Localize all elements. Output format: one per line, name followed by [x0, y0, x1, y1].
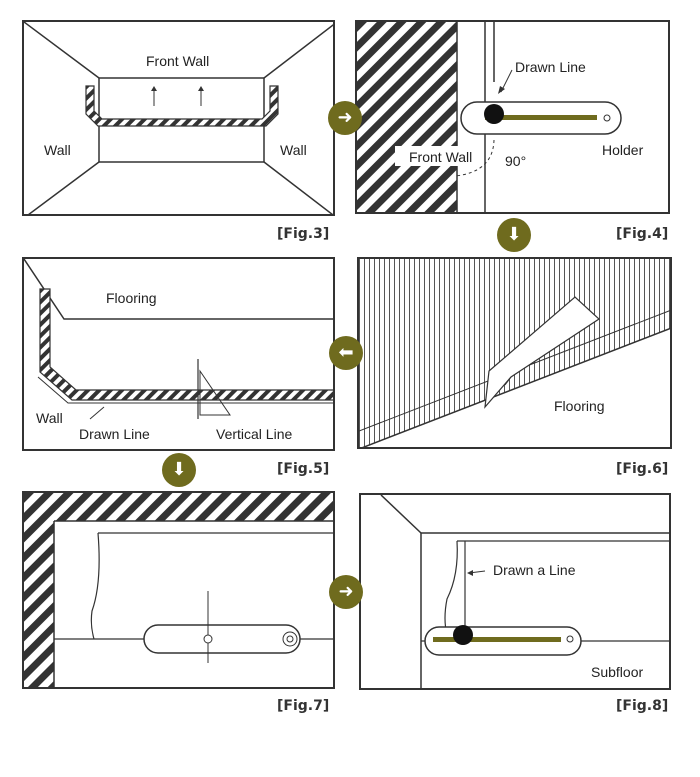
fig4-pivot-dot [484, 104, 504, 124]
fig3-hatched-border [85, 85, 279, 127]
arrow-pointer-icon [498, 86, 505, 94]
fig7-caption: [Fig.7] [277, 698, 330, 714]
arrow-up-icon [151, 86, 157, 91]
fig4-panel: Drawn Line Front Wall 90° Holder [355, 20, 670, 214]
fig5-panel: Flooring Wall Drawn Line Vertical Line [22, 257, 335, 451]
arrow-right-icon: ➜ [329, 575, 363, 609]
fig5-flooring-label: Flooring [106, 290, 157, 306]
fig4-wall-hatch [357, 22, 457, 212]
fig5-hatched-border [39, 288, 333, 401]
arrow-left-small-icon [467, 570, 473, 576]
fig4-holder-label: Holder [602, 142, 644, 158]
fig6-drawing: Flooring [359, 259, 670, 447]
arrow-down-icon: ⬇ [162, 453, 196, 487]
fig5-wall-label: Wall [36, 410, 63, 426]
fig8-drawn-a-line-label: Drawn a Line [493, 562, 576, 578]
fig7-panel [22, 491, 335, 689]
fig5-drawn-line-label: Drawn Line [79, 426, 150, 442]
arrow-down-icon: ⬇ [497, 218, 531, 252]
fig8-caption: [Fig.8] [616, 698, 669, 714]
fig4-holder-drawing: Drawn Line Front Wall 90° Holder [357, 22, 644, 212]
fig6-flooring-label: Flooring [554, 398, 605, 414]
fig7-drawing [24, 493, 333, 687]
fig7-holder [143, 624, 301, 654]
fig4-caption: [Fig.4] [616, 226, 669, 242]
fig8-panel: Drawn a Line Subfloor [359, 493, 671, 690]
arrow-up-icon [198, 86, 204, 91]
fig3-room-drawing: Front Wall Wall Wall [24, 22, 333, 214]
fig6-panel: Flooring [357, 257, 672, 449]
fig8-pivot-dot [453, 625, 473, 645]
arrow-left-icon: ⬅ [329, 336, 363, 370]
fig3-caption: [Fig.3] [277, 226, 330, 242]
fig8-subfloor-label: Subfloor [591, 664, 643, 680]
arrow-right-icon: ➜ [328, 101, 362, 135]
fig4-angle-label: 90° [505, 153, 526, 169]
fig5-caption: [Fig.5] [277, 461, 330, 477]
fig8-drawing: Drawn a Line Subfloor [380, 495, 669, 688]
fig4-drawn-line-label: Drawn Line [515, 59, 586, 75]
fig3-front-wall-label: Front Wall [146, 53, 209, 69]
fig6-caption: [Fig.6] [616, 461, 669, 477]
fig4-front-wall-label: Front Wall [409, 149, 472, 165]
fig5-vertical-line-label: Vertical Line [216, 426, 292, 442]
fig3-panel: Front Wall Wall Wall [22, 20, 335, 216]
fig7-wall-hatch [24, 493, 333, 687]
fig3-wall-right-label: Wall [280, 142, 307, 158]
fig5-drawing: Flooring Wall Drawn Line Vertical Line [24, 259, 333, 442]
fig3-wall-left-label: Wall [44, 142, 71, 158]
